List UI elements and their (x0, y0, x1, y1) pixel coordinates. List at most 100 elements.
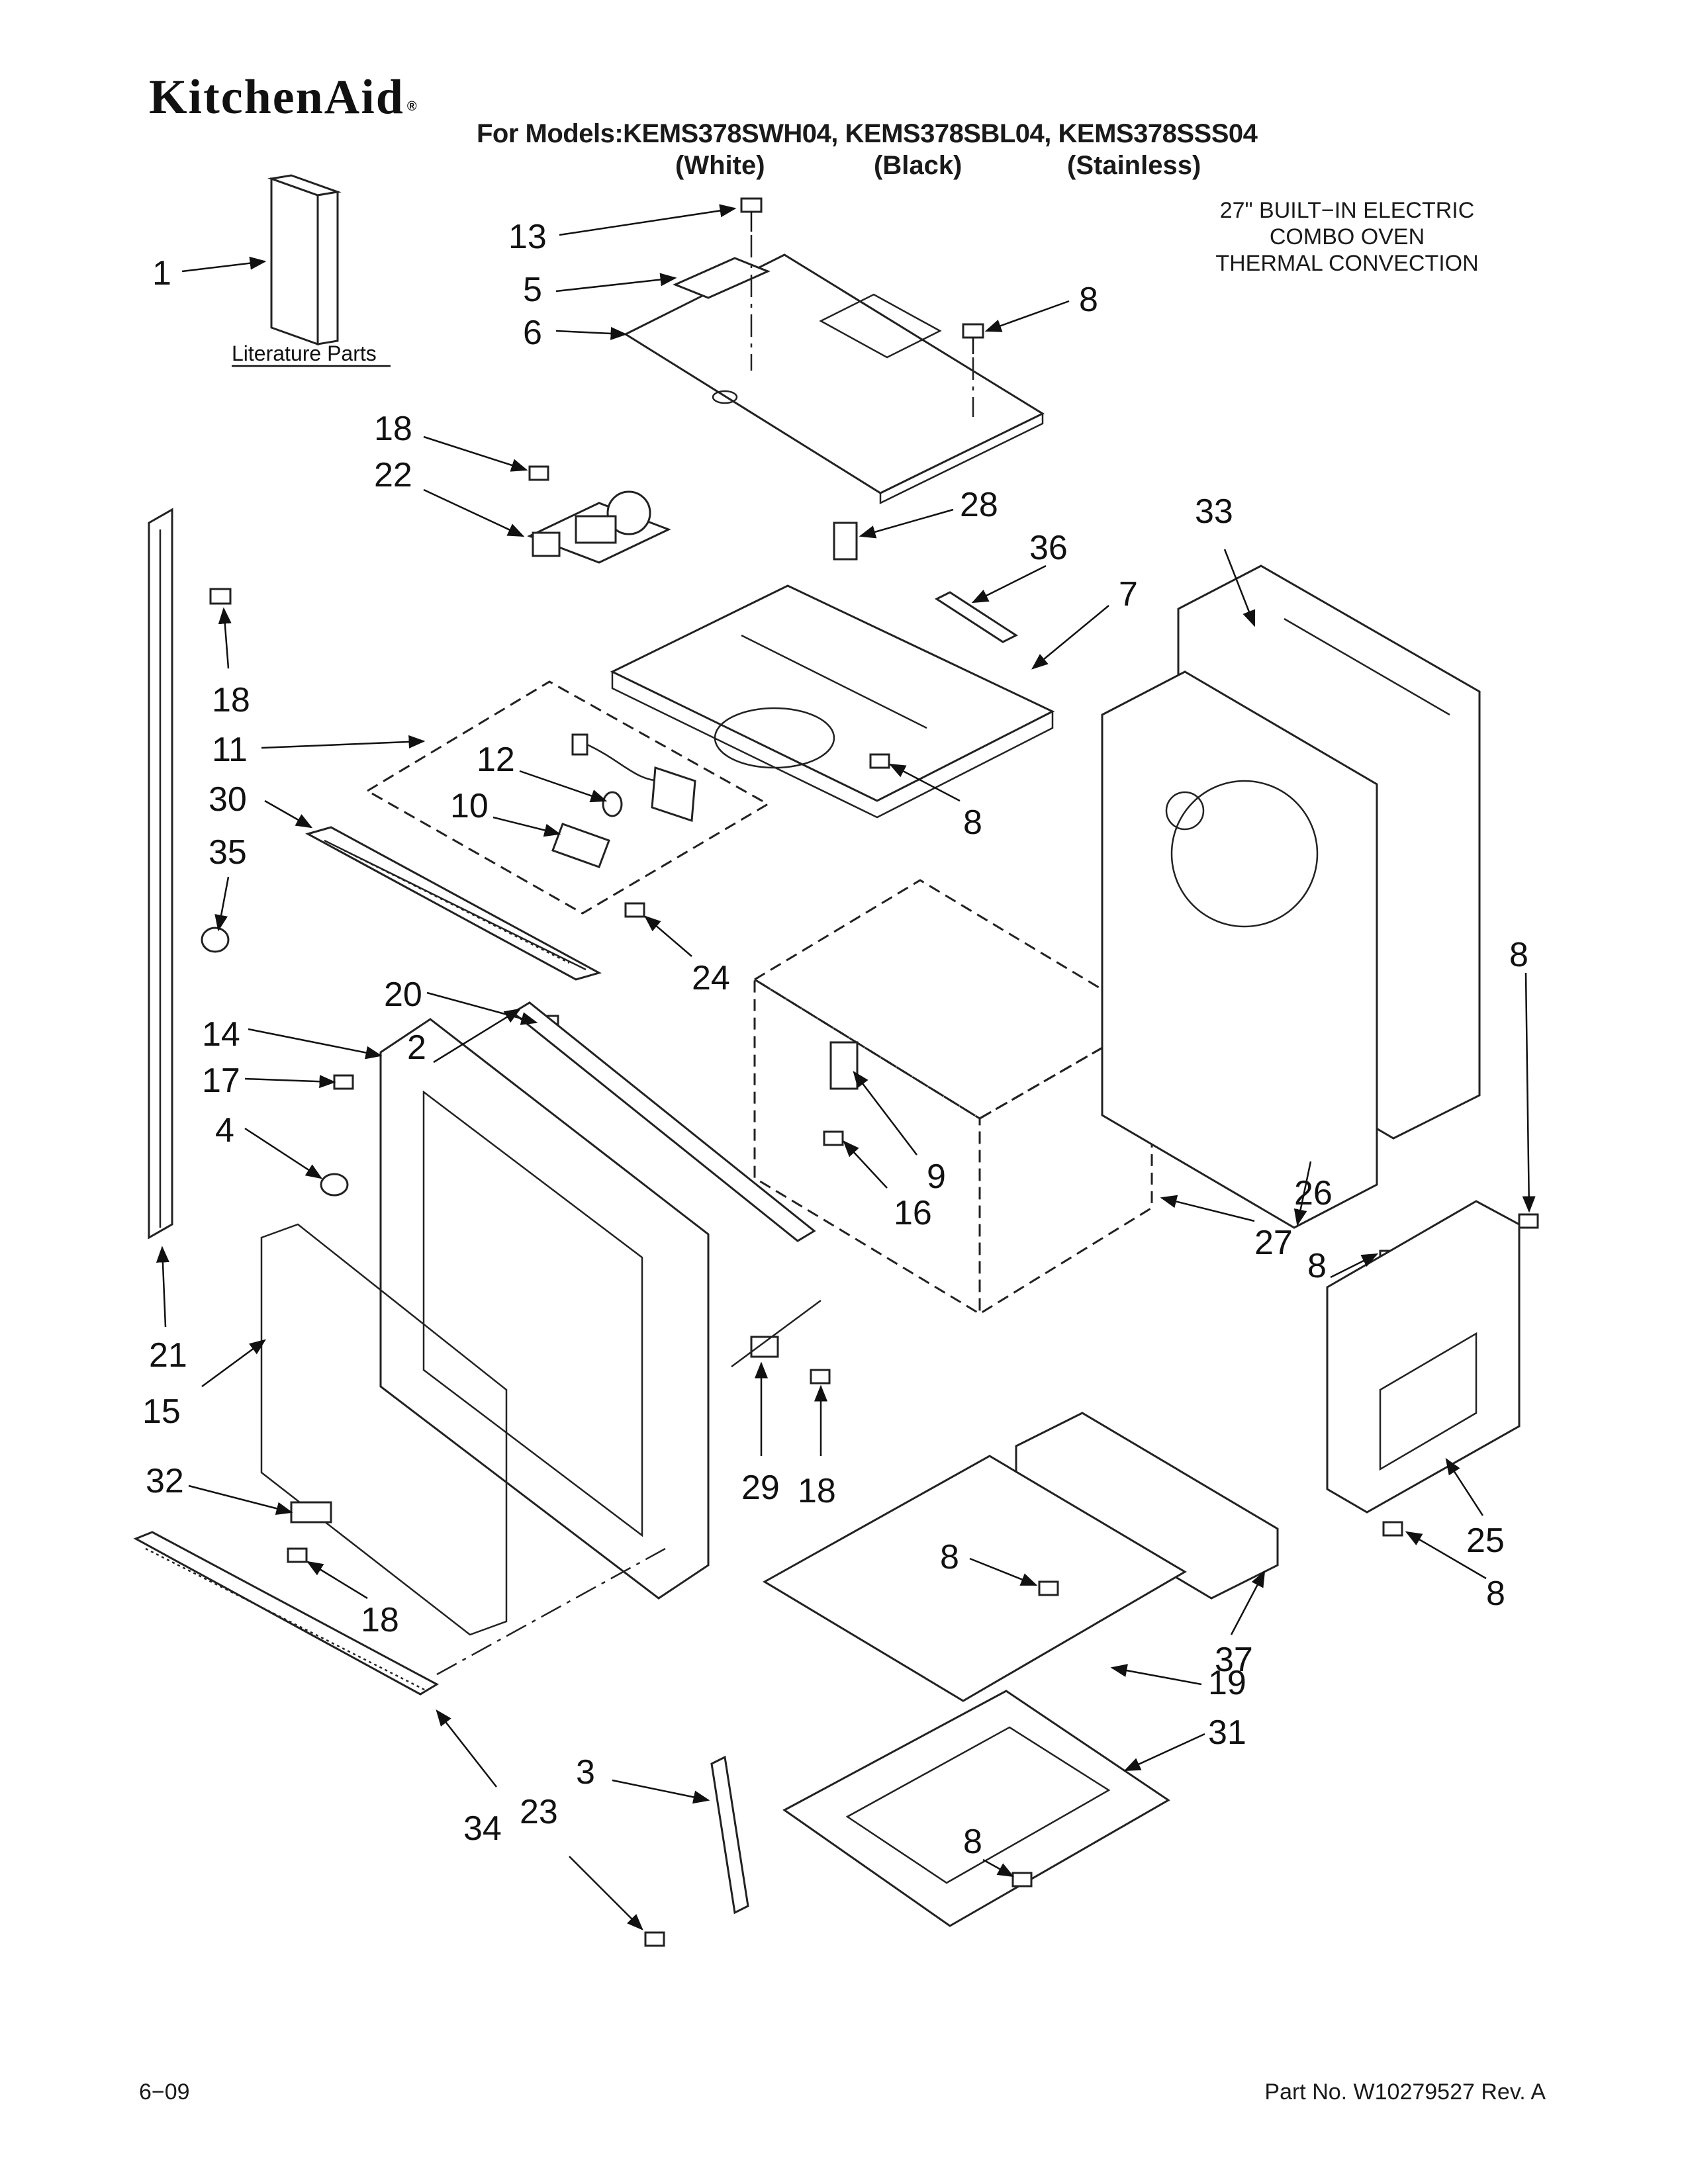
callout-7: 7 (1119, 575, 1138, 614)
callout-18-a: 18 (374, 410, 412, 448)
callout-36: 36 (1029, 529, 1068, 567)
screw-13 (740, 197, 763, 371)
vent-grille (305, 826, 602, 981)
callout-25: 25 (1466, 1522, 1505, 1560)
brand-logo: KitchenAid® (149, 70, 418, 124)
color-black: (Black) (874, 151, 962, 180)
callout-18-d: 18 (798, 1472, 836, 1510)
callout-19: 19 (1208, 1664, 1246, 1702)
callout-11: 11 (212, 731, 248, 769)
description-line-1: 27" BUILT−IN ELECTRIC (1219, 198, 1475, 223)
screw-18-side (209, 588, 232, 605)
screw-18-sensor (810, 1369, 831, 1385)
literature-booklet (267, 174, 342, 346)
callout-15: 15 (142, 1392, 181, 1431)
description-line-3: THERMAL CONVECTION (1215, 251, 1479, 276)
side-panel-25 (1326, 1200, 1521, 1514)
hinge-bracket-32 (290, 1501, 332, 1524)
callout-21: 21 (149, 1336, 187, 1375)
callout-9: 9 (927, 1158, 946, 1196)
screw-8-liner (869, 753, 890, 769)
callout-17: 17 (202, 1062, 240, 1100)
callout-2: 2 (407, 1028, 426, 1067)
screw-18-hinge (287, 1547, 308, 1563)
callout-8-g: 8 (963, 1823, 982, 1861)
callout-8-e: 8 (940, 1538, 959, 1576)
duct-bracket (934, 591, 1019, 643)
leader-lines (156, 204, 1536, 1931)
callout-13: 13 (508, 218, 547, 256)
product-description: 27" BUILT−IN ELECTRIC COMBO OVEN THERMAL… (1149, 197, 1546, 277)
bottom-panel-19 (763, 1455, 1187, 1702)
callout-10: 10 (450, 787, 489, 825)
side-trim (148, 508, 173, 1240)
callout-33: 33 (1195, 492, 1233, 531)
callout-35: 35 (209, 833, 247, 872)
screw-17 (333, 1074, 354, 1090)
callout-24: 24 (692, 959, 730, 997)
temp-sensor-29 (750, 1336, 779, 1358)
callout-16: 16 (894, 1194, 932, 1232)
grommet-35 (201, 927, 230, 953)
screw-24 (624, 902, 645, 918)
bottom-tray-31 (782, 1690, 1170, 1927)
callout-8-b: 8 (963, 803, 982, 842)
part-number: Part No. W10279527 Rev. A (1264, 2079, 1546, 2105)
frame-trim-2 (511, 1001, 816, 1242)
callout-37: 37 (1215, 1641, 1253, 1679)
revision-date: 6−09 (139, 2079, 190, 2105)
lamp-bulb (602, 791, 623, 817)
screw-8-tray (1011, 1872, 1033, 1888)
door-gasket (260, 1223, 508, 1636)
callout-8-f: 8 (1486, 1574, 1505, 1613)
callout-30: 30 (209, 780, 247, 819)
callout-8-d: 8 (1307, 1247, 1327, 1285)
oven-cavity (753, 879, 1154, 1316)
thermal-fuse (833, 522, 858, 561)
callout-3: 3 (576, 1753, 595, 1792)
screw-8-bottom (1038, 1580, 1059, 1596)
callout-12: 12 (477, 741, 515, 779)
spacer-4 (320, 1173, 349, 1197)
callout-14: 14 (202, 1015, 240, 1054)
screw-8-top (962, 323, 984, 417)
color-white: (White) (675, 151, 765, 180)
callout-8-a: 8 (1079, 281, 1098, 319)
light-assembly-outline (365, 680, 771, 915)
lamp-lens (551, 823, 610, 868)
callout-26: 26 (1294, 1174, 1333, 1212)
literature-parts-label: Literature Parts (232, 341, 377, 365)
callout-34: 34 (463, 1809, 502, 1848)
top-panel (623, 253, 1045, 505)
callout-18-b: 18 (212, 681, 250, 719)
callout-27: 27 (1254, 1224, 1293, 1262)
bottom-vent (133, 1531, 440, 1696)
screw-23 (644, 1931, 665, 1947)
callout-23: 23 (520, 1793, 558, 1831)
callout-31: 31 (1208, 1713, 1246, 1752)
callout-28: 28 (960, 486, 998, 524)
screw-8-side-panel (1382, 1521, 1403, 1537)
rear-panel-26 (1101, 670, 1378, 1229)
callout-20: 20 (384, 976, 422, 1014)
models-line: For Models:KEMS378SWH04, KEMS378SBL04, K… (477, 119, 1258, 148)
screw-18-bracket (528, 465, 549, 481)
description-line-2: COMBO OVEN (1269, 224, 1425, 250)
callout-8-c: 8 (1509, 936, 1528, 974)
callout-22: 22 (374, 456, 412, 494)
callout-1: 1 (152, 254, 171, 293)
oven-top-liner (610, 584, 1055, 819)
hinge-bracket-3 (710, 1755, 749, 1915)
screw-8-rear-a (1518, 1213, 1539, 1229)
front-frame (379, 1018, 710, 1600)
callout-29: 29 (741, 1469, 780, 1507)
callout-32: 32 (146, 1462, 184, 1500)
callout-labels: 1 13 5 6 8 18 22 28 36 33 7 18 11 12 10 … (142, 218, 1528, 1861)
callout-4: 4 (215, 1111, 234, 1150)
callout-5: 5 (523, 271, 542, 309)
color-stainless: (Stainless) (1067, 151, 1201, 180)
lamp-socket (571, 733, 696, 823)
convection-motor-bracket (527, 490, 671, 564)
callout-18-c: 18 (361, 1601, 399, 1639)
